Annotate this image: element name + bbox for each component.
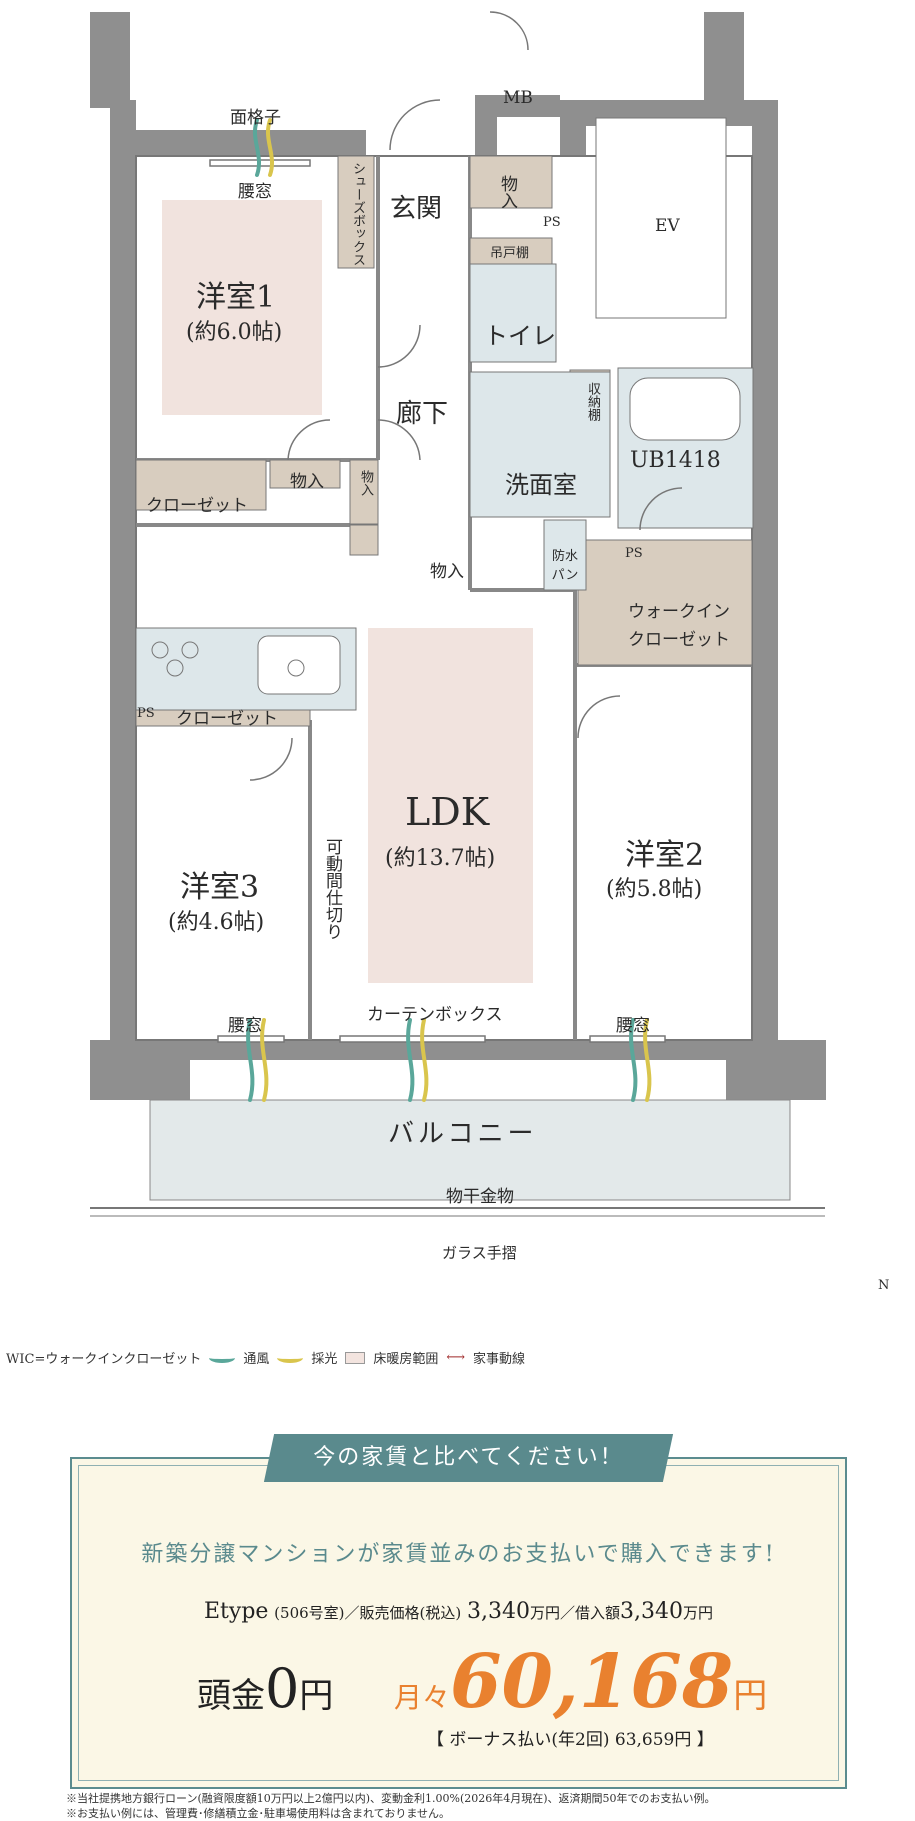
closet1-label: クローゼット [146,496,248,516]
down-label: 頭金 [197,1676,265,1716]
shoes-box-label: シューズボックス [350,162,365,266]
note-1: ※当社提携地方銀行ローン(融資限度額10万円以上2億円以内)、変動金利1.00%… [66,1792,716,1805]
down-payment: 頭金0円 [197,1657,333,1720]
spec-price-label: ／販売価格(税込) [344,1604,462,1622]
bosui-label: 防水パン [551,549,579,583]
legend-tsufu: 通風 [243,1352,270,1367]
payment-promo-box: 今の家賃と比べてください！ 新築分譲マンションが家賃並みのお支払いで購入できます… [70,1434,847,1789]
legend-wic: WIC=ウォークインクローゼット [6,1352,202,1367]
koshimado-left-label: 腰窓 [228,1016,262,1036]
spec-loan-label: ／借入額 [559,1604,620,1622]
koshimado-top-label: 腰窓 [238,182,272,202]
spec-type: Etype [204,1599,269,1624]
floor-heating-swatch [345,1351,366,1364]
yoshitsu1-name: 洋室1 [196,280,276,315]
ps-label-3: PS [137,706,155,721]
ub-label: UB1418 [630,448,721,473]
promo-banner: 今の家賃と比べてください！ [263,1434,674,1482]
promo-spec: Etype (506号室)／販売価格(税込) 3,340万円／借入額3,340万… [72,1599,845,1624]
note-2: ※お支払い例には、管理費･修繕積立金･駐車場使用料は含まれておりません。 [66,1807,451,1820]
promo-banner-text: 今の家賃と比べてください！ [313,1445,624,1470]
down-value: 0 [265,1657,300,1720]
spec-price: 3,340 [466,1599,530,1624]
balcony-label: バルコニー [388,1119,538,1149]
north-label: N [878,1278,890,1293]
legend-saiko: 採光 [311,1352,338,1367]
monohoshi-label: 物干金物 [446,1187,514,1207]
yoshitsu2-name: 洋室2 [625,838,705,873]
senmen-label: 洗面室 [505,471,577,499]
mono-label-3: 物入 [358,470,373,496]
legend-yuka: 床暖房範囲 [373,1352,439,1367]
kadou-label: 可動間仕切り [322,838,342,940]
spec-man-yen2: 万円 [682,1604,713,1622]
tsuritodana-label: 吊戸棚 [490,246,530,261]
genkan-label: 玄関 [390,194,443,224]
monthly-label: 月々 [394,1681,451,1714]
promo-headline: 新築分譲マンションが家賃並みのお支払いで購入できます! [141,1542,776,1567]
yoshitsu2-size: (約5.8帖) [606,877,703,902]
ev-label: EV [655,216,680,236]
spec-man-yen: 万円 [529,1604,560,1622]
yoshitsu3-size: (約4.6帖) [168,910,265,935]
bonus-payment: 【 ボーナス払い(年2回) 63,659円 】 [427,1730,714,1750]
spec-room: (506号室) [274,1604,345,1622]
mono-label-1: 物入 [497,175,517,209]
closet2-label: クローゼット [176,709,278,729]
mono-label-2: 物入 [290,472,324,492]
chore-arrow-icon: ⟷ [446,1350,466,1365]
legend-kaji: 家事動線 [473,1352,526,1367]
notes: ※当社提携地方銀行ローン(融資限度額10万円以上2億円以内)、変動金利1.00%… [66,1791,716,1821]
ldk-name: LDK [405,790,490,834]
koshimado-right-label: 腰窓 [616,1016,650,1036]
spec-loan: 3,340 [619,1599,683,1624]
mono-label-4: 物入 [430,562,464,582]
light-icon [277,1353,304,1363]
ps-label-1: PS [543,215,561,230]
yoshitsu3-name: 洋室3 [180,870,260,905]
down-yen: 円 [299,1676,334,1716]
legend: WIC=ウォークインクローゼット 通風 採光 床暖房範囲 ⟷ 家事動線 [6,1348,525,1367]
monthly-payment: 月々60,168円 [394,1639,767,1725]
ldk-size: (約13.7帖) [385,846,496,871]
glass-handrail-label: ガラス手摺 [442,1244,517,1262]
ps-label-2: PS [625,546,643,561]
yoshitsu1-size: (約6.0帖) [186,320,283,345]
monthly-value: 60,168 [450,1639,734,1725]
monthly-yen: 円 [733,1676,768,1716]
floor-plan [90,11,826,1217]
wic-label: ウォークインクローゼット [628,602,730,650]
roka-label: 廊下 [396,399,449,429]
mb-label: MB [503,88,533,108]
wind-icon [209,1353,236,1363]
mengoshi-label: 面格子 [230,108,281,128]
shuno-label: 収納棚 [585,382,600,421]
curtain-box-label: カーテンボックス [367,1005,503,1025]
toilet-label: トイレ [484,322,556,350]
